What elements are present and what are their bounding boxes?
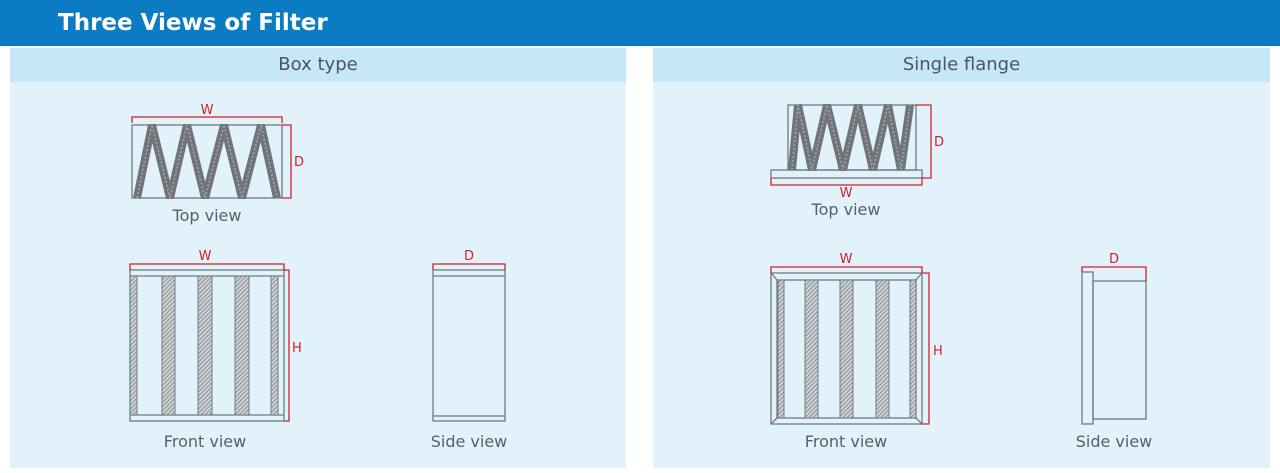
top-view-drawing: D W Top view bbox=[770, 104, 944, 219]
height-label: H bbox=[292, 341, 302, 356]
page-title: Three Views of Filter bbox=[0, 0, 1280, 46]
drawing-line bbox=[1081, 266, 1147, 281]
drawing-line bbox=[770, 266, 923, 273]
height-label: H bbox=[933, 344, 943, 359]
drawing-line bbox=[282, 124, 292, 199]
drawing-line bbox=[788, 104, 914, 171]
drawing-line bbox=[284, 269, 290, 422]
drawing-line bbox=[875, 279, 890, 419]
drawing-line bbox=[916, 104, 932, 179]
front-view-caption: Front view bbox=[805, 432, 887, 451]
depth-label: D bbox=[1109, 252, 1119, 267]
drawing-line bbox=[1081, 271, 1094, 425]
front-view-drawing: W H Front view bbox=[770, 252, 943, 451]
side-view-drawing: D Side view bbox=[431, 249, 508, 451]
box-type-panel: Box type W D Top view bbox=[10, 48, 626, 468]
single-flange-panel: Single flange D W Top view bbox=[653, 48, 1270, 468]
width-label: W bbox=[840, 252, 853, 267]
top-view-caption: Top view bbox=[811, 200, 881, 219]
drawing-line bbox=[770, 272, 923, 425]
drawing-line bbox=[804, 279, 819, 419]
drawing-line bbox=[133, 123, 281, 200]
depth-label: D bbox=[464, 249, 474, 264]
side-view-drawing: D Side view bbox=[1076, 252, 1153, 451]
drawing-line bbox=[770, 178, 923, 186]
side-view-caption: Side view bbox=[1076, 432, 1153, 451]
drawing-line bbox=[770, 169, 923, 179]
drawing-line: D W Top view W H Front view bbox=[770, 104, 1153, 451]
drawing-line bbox=[777, 279, 785, 419]
drawing-line bbox=[136, 124, 278, 199]
panel-title: Single flange bbox=[653, 48, 1270, 82]
drawing-line bbox=[1092, 280, 1147, 420]
top-view-drawing: W D Top view bbox=[131, 103, 304, 225]
drawing-line bbox=[922, 272, 930, 425]
drawing-line bbox=[909, 279, 917, 419]
drawing-line bbox=[432, 263, 506, 270]
width-label: W bbox=[840, 186, 853, 201]
drawing-line bbox=[839, 279, 854, 419]
panel-title: Box type bbox=[10, 48, 626, 82]
drawing-line: W D Top view W H Front view bbox=[129, 103, 508, 451]
depth-label: D bbox=[294, 155, 304, 170]
width-label: W bbox=[201, 103, 214, 118]
drawing-line bbox=[197, 275, 213, 416]
front-view-drawing: W H Front view bbox=[129, 249, 302, 451]
box-type-drawings: W D Top view W H Front view bbox=[129, 103, 508, 451]
drawing-line bbox=[129, 275, 138, 416]
top-view-caption: Top view bbox=[172, 206, 242, 225]
depth-label: D bbox=[934, 135, 944, 150]
drawing-line bbox=[432, 269, 506, 422]
width-label: W bbox=[199, 249, 212, 264]
drawing-line bbox=[234, 275, 250, 416]
front-view-caption: Front view bbox=[164, 432, 246, 451]
drawing-line bbox=[129, 263, 285, 270]
side-view-caption: Side view bbox=[431, 432, 508, 451]
drawing-line bbox=[270, 275, 279, 416]
drawing-line bbox=[770, 272, 923, 425]
drawing-line bbox=[161, 275, 176, 416]
single-flange-drawings: D W Top view W H Front view bbox=[770, 104, 1153, 451]
drawing-line bbox=[131, 116, 283, 123]
